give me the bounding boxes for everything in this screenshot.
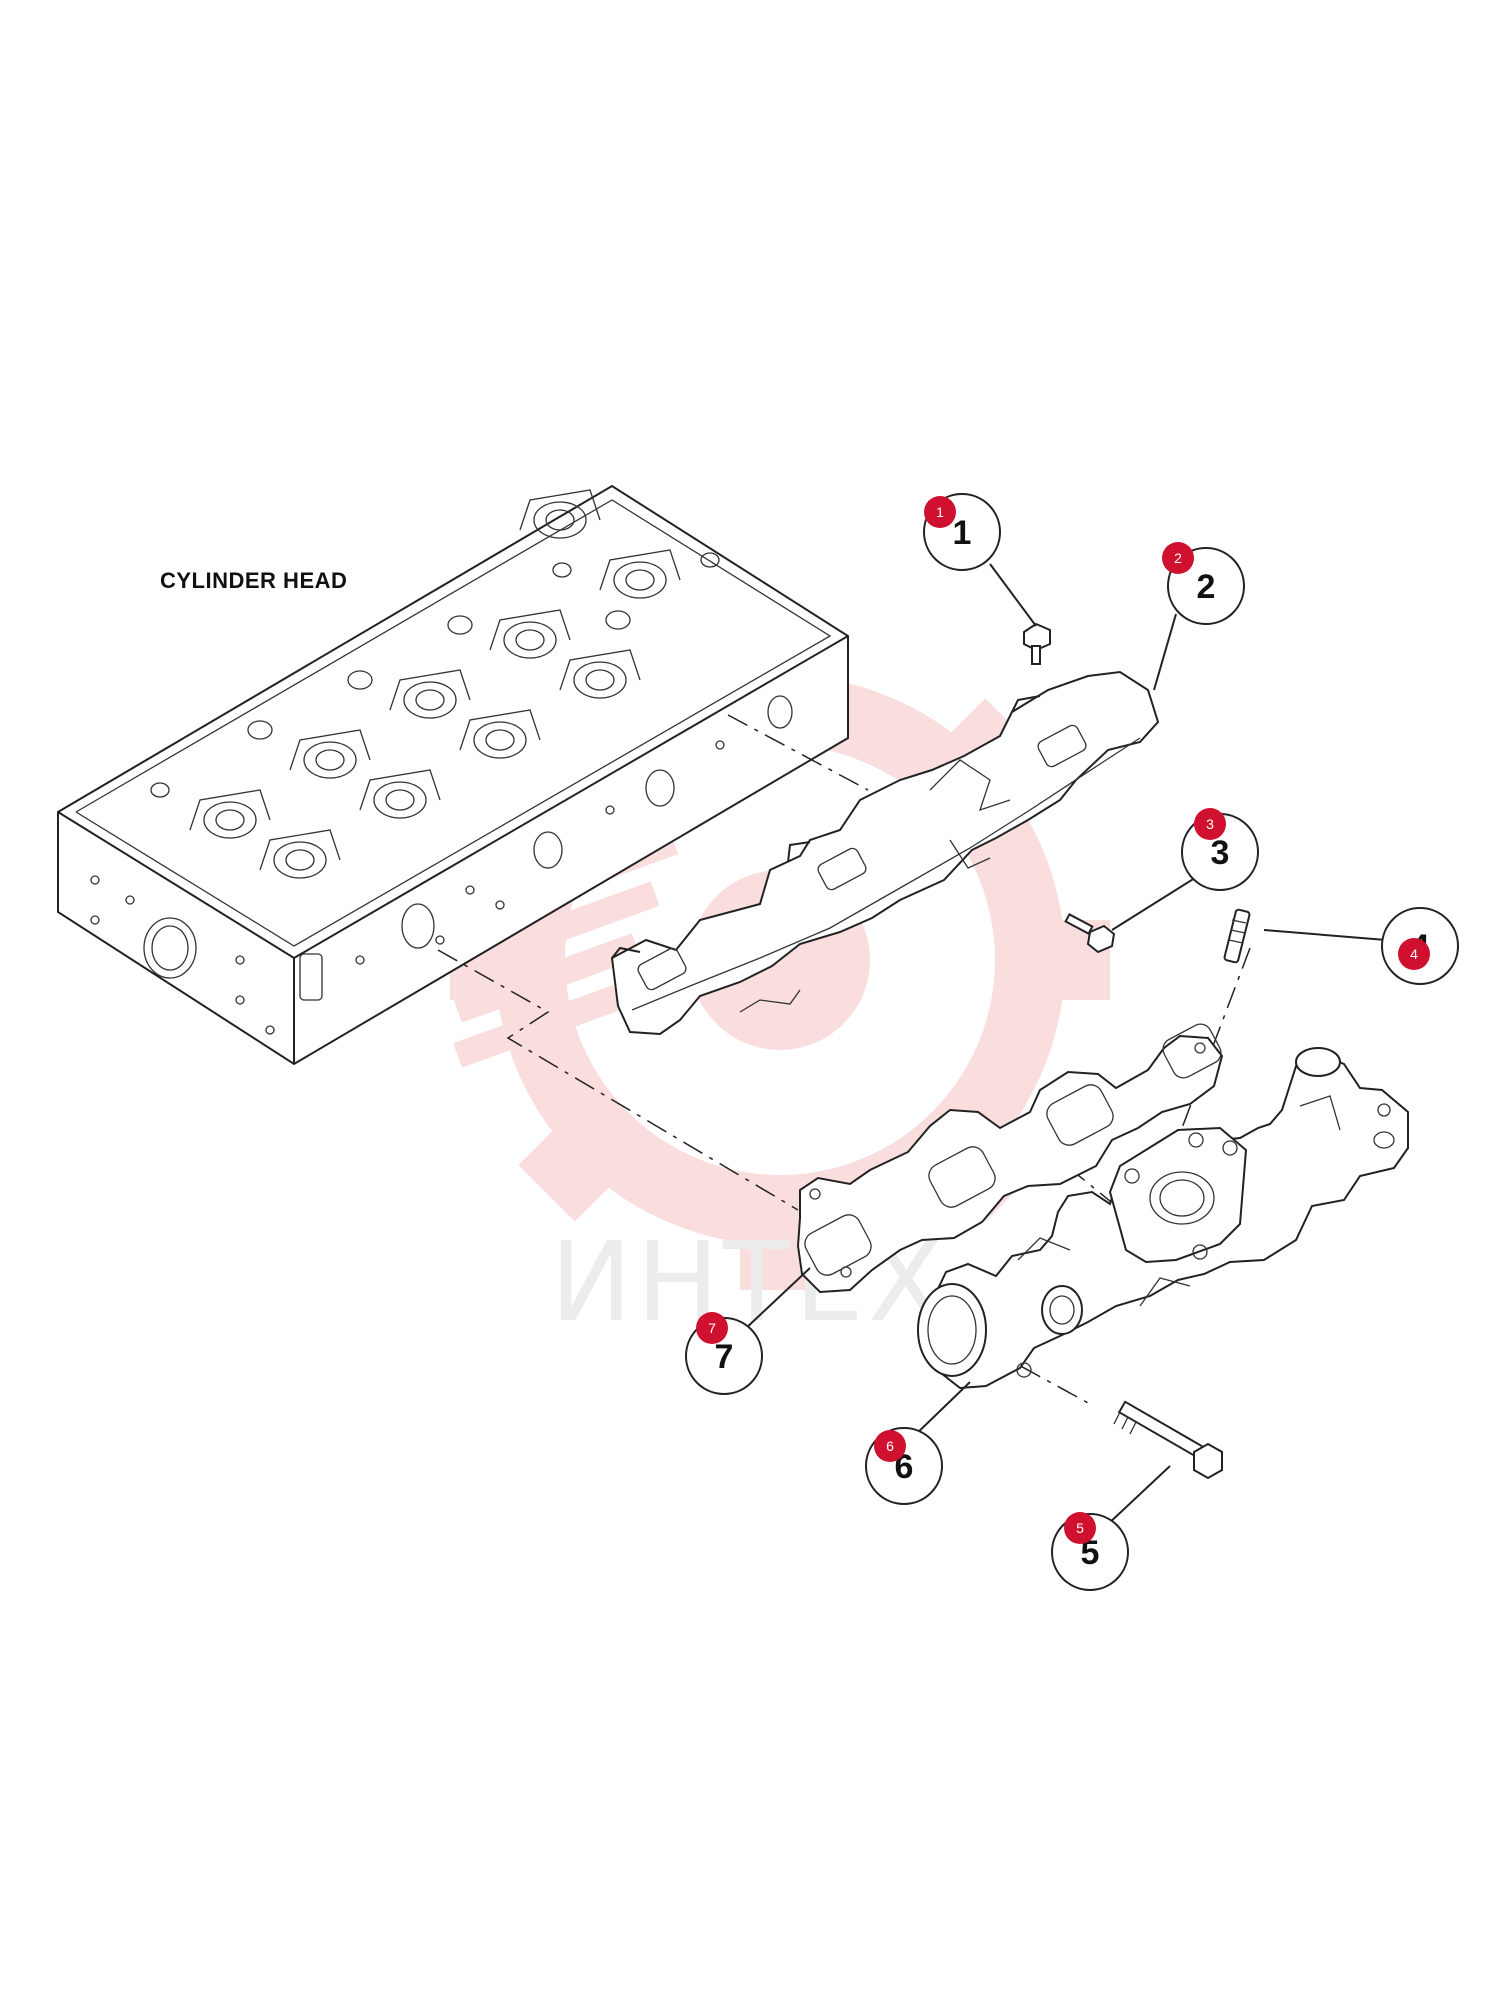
badge-number: 6	[886, 1438, 894, 1454]
bolt-part-1	[1023, 622, 1051, 665]
badge-number: 4	[1410, 946, 1418, 962]
heat-shield	[610, 670, 1160, 1036]
stud-part-4	[1223, 908, 1251, 964]
badge-number: 1	[936, 504, 944, 520]
badge-circle	[1064, 1512, 1096, 1544]
callout-number: 2	[1197, 568, 1216, 606]
bolt-part-3	[1064, 913, 1116, 954]
cylinder-head	[57, 484, 849, 1066]
badge-circle	[1162, 542, 1194, 574]
callout-number: 1	[953, 514, 972, 552]
callout-4: 44	[1381, 907, 1459, 985]
badge-number: 3	[1206, 816, 1214, 832]
badge-circle	[1194, 808, 1226, 840]
callout-number: 7	[715, 1338, 734, 1376]
callout-number: 5	[1081, 1534, 1100, 1572]
badge-number: 2	[1174, 550, 1182, 566]
badge-circle	[696, 1312, 728, 1344]
callout-6: 66	[865, 1427, 943, 1505]
callout-1: 11	[923, 493, 1001, 571]
badge-number: 7	[708, 1320, 716, 1336]
exhaust-manifold	[917, 1047, 1409, 1390]
badge-circle	[874, 1430, 906, 1462]
leader-lines	[743, 563, 1387, 1527]
callout-5: 55	[1051, 1512, 1129, 1591]
badge-circle	[924, 496, 956, 528]
callout-3: 33	[1181, 808, 1259, 891]
long-bolt-part-5	[1113, 1400, 1223, 1480]
badge-number: 5	[1076, 1520, 1084, 1536]
callouts: 11223344556677	[685, 493, 1459, 1591]
manifold-gasket	[796, 1023, 1224, 1294]
diagram-title: CYLINDER HEAD	[160, 568, 348, 593]
callout-7: 77	[685, 1312, 763, 1395]
callout-number: 3	[1211, 834, 1230, 872]
callout-2: 22	[1162, 542, 1245, 625]
badge-circle	[1398, 938, 1430, 970]
